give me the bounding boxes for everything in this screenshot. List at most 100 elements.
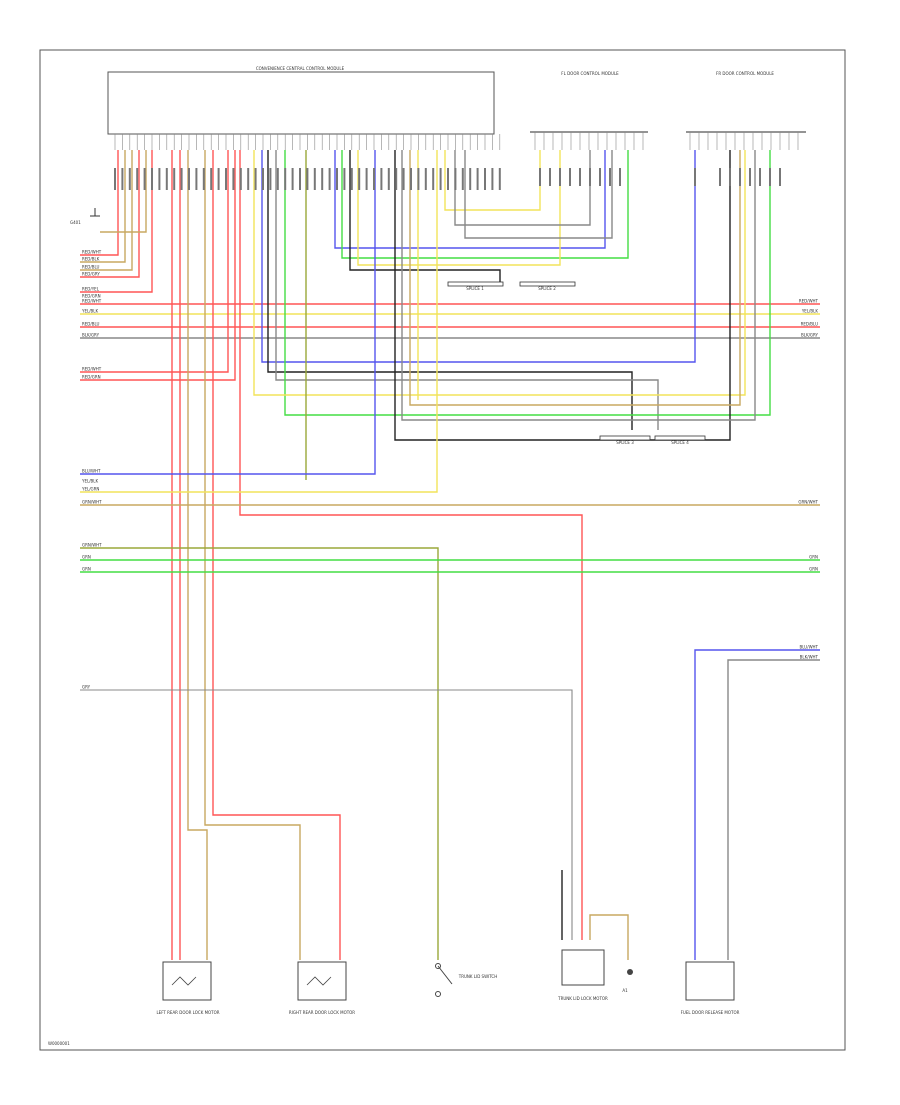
trunk-lock-motor-box — [561, 949, 605, 986]
connector-pin — [328, 168, 331, 190]
wire-gray-fuel — [727, 659, 820, 960]
left-wire-label-4: RED/YEL — [82, 287, 100, 292]
left-wire-label-2: RED/BLU — [82, 265, 100, 270]
connector-pin — [739, 168, 741, 186]
connector-tag: A1 — [622, 988, 628, 993]
left-wire-labels: RED/WHT RED/BLK RED/BLU RED/GRY RED/YEL RED/G… — [81, 250, 102, 690]
left-wire-label-5: RED/GRN — [82, 294, 101, 299]
connector-pin — [262, 168, 264, 190]
connector-pin — [313, 168, 316, 190]
connector-pin — [461, 168, 464, 190]
left-wire-label-11: RED/GRN — [82, 375, 101, 380]
connector-pin — [569, 168, 571, 186]
wire-tan-right — [409, 150, 741, 406]
right-wire-label-2: RED/BLU — [801, 322, 819, 327]
left-wire-label-17: GRN — [82, 555, 91, 560]
left-wire-label-16: GRN/WHT — [82, 543, 102, 548]
connector-pin — [225, 168, 227, 190]
connector-pin — [609, 168, 611, 186]
connector-pin — [195, 168, 198, 190]
wire-red-2 — [80, 150, 140, 278]
wire-tan-1 — [80, 150, 126, 263]
left-wire-label-9: BLK/GRY — [82, 333, 100, 338]
connector-pin — [549, 168, 551, 186]
connector-pin — [358, 168, 361, 190]
wire-gray-trunk — [80, 689, 573, 940]
right-wire-label-6: GRN — [809, 567, 818, 572]
wire-red-group2a — [80, 150, 229, 373]
right-wire-label-8: BLK/WHT — [800, 655, 819, 660]
connector-pin — [269, 168, 272, 190]
wire-red-1 — [80, 150, 119, 256]
trunk-lock-motor-label: TRUNK LID LOCK MOTOR — [557, 996, 608, 1001]
left-wire-label-13: YEL/BLK — [81, 479, 99, 484]
wire-blue-fuel — [694, 649, 820, 960]
connector-pin — [579, 168, 581, 186]
lock-motor-right-label: RIGHT REAR DOOR LOCK MOTOR — [289, 1010, 355, 1015]
connector-pin — [188, 168, 190, 190]
wire-tan-motor-left — [187, 150, 208, 960]
door-module-right-title: FR DOOR CONTROL MODULE — [716, 71, 774, 76]
left-wire-label-3: RED/GRY — [82, 272, 100, 277]
left-wire-label-0: RED/WHT — [82, 250, 102, 255]
left-wire-label-7: YEL/BLK — [81, 309, 99, 314]
left-wire-label-1: RED/BLK — [82, 257, 100, 262]
wire-black-right — [394, 150, 731, 441]
connector-pin — [121, 168, 124, 190]
trunk-switch-label: TRUNK LID SWITCH — [458, 974, 497, 979]
connector-pin — [439, 168, 442, 190]
connector-pin — [321, 168, 324, 190]
splice-2 — [519, 281, 576, 287]
wire-blue-left-module — [334, 150, 606, 249]
connector-pin — [380, 168, 383, 190]
right-wire-label-0: RED/WHT — [799, 299, 819, 304]
wire-red-3 — [80, 150, 153, 293]
connector-pin — [498, 168, 501, 190]
connector-pin — [589, 168, 591, 186]
wire-yellow-left-module — [357, 150, 561, 266]
trunk-lock-motor: TRUNK LID LOCK MOTOR A1 — [557, 949, 633, 1001]
connector-pin — [232, 168, 235, 190]
right-wire-label-3: BLK/GRY — [801, 333, 819, 338]
connector-pin — [217, 168, 220, 190]
connector-pin — [210, 168, 213, 190]
connector-pin — [151, 168, 153, 190]
splice-1 — [447, 281, 504, 287]
connector-pin — [136, 168, 139, 190]
connector-pin — [619, 168, 621, 186]
connector-pin — [417, 168, 420, 190]
connector-pin — [539, 168, 541, 186]
connector-pin — [114, 168, 116, 190]
connector-pin — [343, 168, 346, 190]
right-wire-label-1: YEL/BLK — [801, 309, 819, 314]
ground-symbol: G401 — [70, 208, 100, 225]
wire-red-group2b — [80, 150, 236, 381]
wire-green-left-module — [341, 150, 629, 259]
splice-4-label: SPLICE 4 — [671, 440, 689, 445]
connector-pin — [454, 168, 457, 190]
connector-pin — [559, 168, 561, 186]
wire-group — [80, 132, 820, 960]
wire-olive-switch — [80, 547, 439, 960]
wire-black-splice — [267, 150, 633, 430]
main-module-title: CONVENIENCE CENTRAL CONTROL MODULE — [256, 66, 345, 71]
door-module-right: FR DOOR CONTROL MODULE — [686, 71, 806, 133]
right-wire-label-7: BLU/WHT — [800, 645, 819, 650]
left-wire-label-19: GRY — [82, 685, 91, 690]
connector-pin — [694, 168, 696, 186]
connector-pin — [599, 168, 601, 186]
connector-pin — [202, 168, 205, 190]
ground-label: G401 — [70, 220, 81, 225]
connector-pin — [424, 168, 427, 190]
left-wire-label-10: RED/WHT — [82, 367, 102, 372]
splice-3-label: SPLICE 3 — [616, 440, 634, 445]
connector-pin — [759, 168, 761, 186]
left-wire-label-6: RED/WHT — [82, 299, 102, 304]
right-wire-label-4: GRN/WHT — [798, 500, 818, 505]
left-wire-label-12: BLU/WHT — [82, 469, 101, 474]
main-module-box — [107, 71, 495, 135]
wire-black-splice1 — [349, 150, 501, 283]
wire-blue-right-module — [261, 150, 696, 363]
